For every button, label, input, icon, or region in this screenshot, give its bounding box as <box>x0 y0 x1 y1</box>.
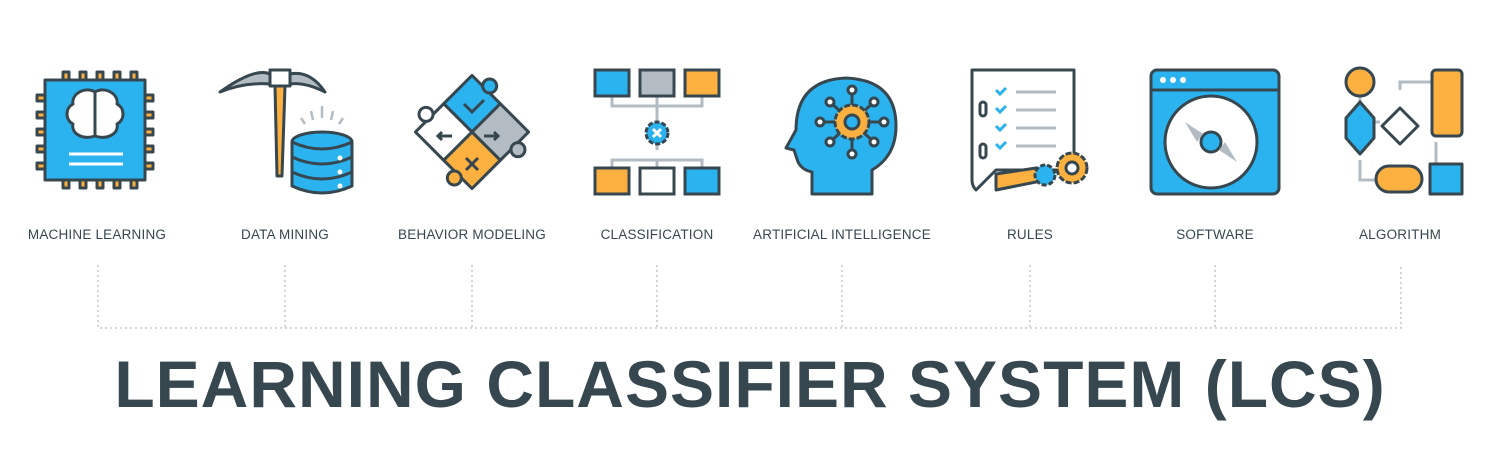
item-label: DATA MINING <box>241 227 329 242</box>
algorithm-icon <box>1300 62 1500 202</box>
item-label: CLASSIFICATION <box>600 227 714 242</box>
page-title: LEARNING CLASSIFIER SYSTEM (LCS) <box>114 347 1386 421</box>
item-label: RULES <box>1006 227 1053 242</box>
item-label: ARTIFICIAL INTELLIGENCE <box>753 227 931 242</box>
rules-icon <box>930 62 1130 202</box>
item-label: ALGORITHM <box>1358 227 1442 242</box>
item-label: BEHAVIOR MODELING <box>398 227 546 242</box>
data-mining-icon <box>185 62 385 202</box>
artificial-intelligence-icon <box>742 62 942 202</box>
item-label: SOFTWARE <box>1176 227 1254 242</box>
software-icon <box>1115 62 1315 202</box>
classification-icon <box>557 62 757 202</box>
behavior-modeling-icon <box>372 62 572 202</box>
item-label: MACHINE LEARNING <box>27 227 167 242</box>
machine-learning-icon <box>0 62 197 202</box>
